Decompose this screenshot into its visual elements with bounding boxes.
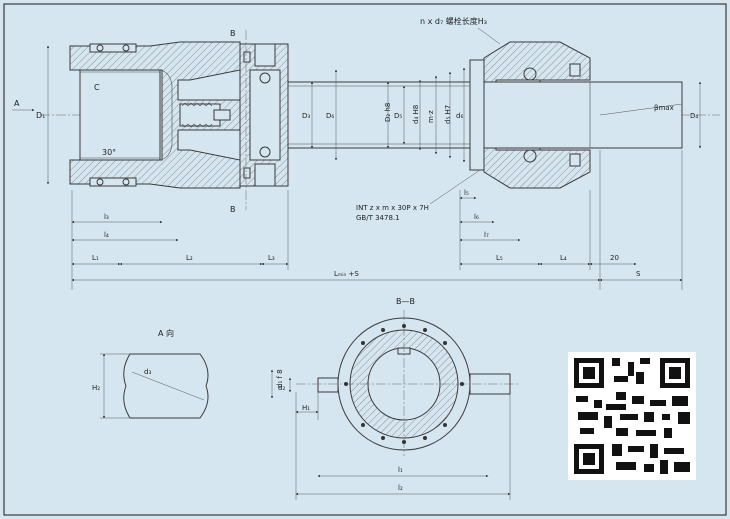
bolt-note: n x d₇ 螺栓长度H₃ (420, 16, 487, 26)
label-l2: l₂ (398, 484, 403, 492)
label-L4: L₄ (560, 254, 567, 262)
label-l1: l₁ (398, 466, 403, 474)
label-D5: D₅ (394, 112, 402, 120)
horizontal-dimensions (71, 150, 683, 290)
label-L2: L₂ (186, 254, 193, 262)
label-C: C (94, 83, 100, 92)
section-bb-view (270, 310, 520, 500)
label-D3: D₃ (302, 112, 310, 120)
label-angle: 30° (102, 148, 116, 157)
label-d3: d₃ (144, 368, 151, 376)
label-mz: m·z (427, 110, 435, 123)
label-beta: βmax (654, 104, 674, 112)
label-d1f8: d₁ f 8 (276, 369, 284, 388)
label-D2h8: D₂ h8 (384, 103, 392, 122)
section-title: B—B (396, 297, 415, 306)
label-D6: D₆ (326, 112, 334, 120)
drawing-frame (3, 3, 727, 516)
view-a-title: A 向 (158, 328, 174, 338)
label-L1: L₁ (92, 254, 99, 262)
section-mark-top: B (230, 29, 236, 38)
label-D4: D₄ (690, 112, 698, 120)
label-l3: l₃ (104, 213, 109, 221)
label-H1: H₁ (302, 404, 310, 412)
label-L3: L₃ (268, 254, 275, 262)
spline-note-line1: INT z x m x 30P x 7H (356, 204, 429, 212)
label-d4H8: d₄ H8 (412, 105, 420, 124)
spline-note-line2: GB/T 3478.1 (356, 214, 400, 222)
section-mark-bottom: B (230, 205, 236, 214)
label-D1: D₁ (36, 111, 45, 120)
view-a (100, 353, 209, 419)
cross-spider (179, 102, 231, 128)
label-l7: l₇ (484, 231, 489, 239)
label-S: S (636, 270, 641, 278)
shaft-tube (287, 81, 485, 149)
label-l5: l₅ (464, 189, 469, 197)
qr-code (568, 352, 696, 480)
left-flange-yoke (69, 41, 241, 189)
label-d5H7: d₅ H7 (444, 105, 452, 124)
bearing-block (239, 43, 289, 187)
label-d6: d₆ (456, 112, 463, 120)
label-l6: l₆ (474, 213, 479, 221)
output-shaft (483, 81, 683, 149)
label-d2: d₂ (278, 384, 285, 392)
label-twenty: 20 (610, 254, 619, 262)
label-L5: L₅ (496, 254, 503, 262)
label-Lmin: Lₘᵢₙ +S (334, 270, 359, 278)
label-H2: H₂ (92, 384, 100, 392)
view-a-arrow-label: A (14, 99, 20, 108)
label-l4: l₄ (104, 231, 109, 239)
